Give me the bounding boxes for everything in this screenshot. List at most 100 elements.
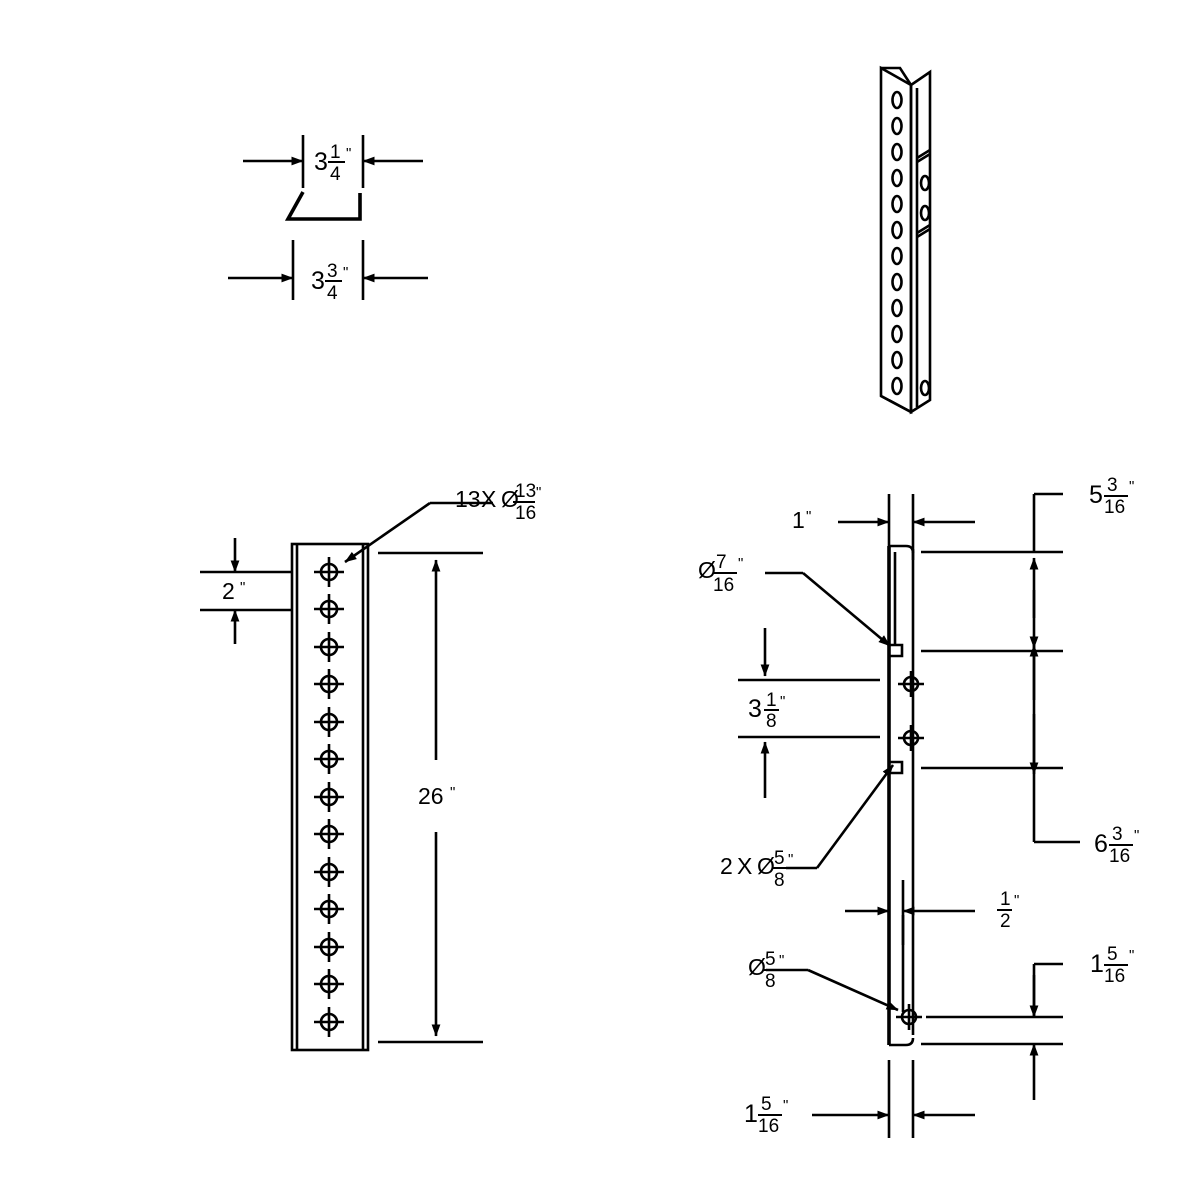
callout-13x-hole-text: 13 X Ø 13 16 " xyxy=(455,481,541,524)
dim-top-offset: 1 " xyxy=(792,494,975,560)
dim-hole-span: 26 " xyxy=(378,551,483,1044)
callout-2x-hole: 2 X Ø 5 8 " xyxy=(720,764,895,891)
dim-2in-text: 2 " xyxy=(222,578,245,604)
dim-value-num: 3 xyxy=(1112,824,1123,845)
callout-den: 8 xyxy=(774,870,785,891)
front-hole-column xyxy=(314,557,344,1037)
callout-unit: " xyxy=(536,484,541,501)
hole-mark xyxy=(314,894,344,924)
dim-value-whole: 3 xyxy=(311,267,325,295)
dim-unit: " xyxy=(346,145,351,162)
iso-flange-features xyxy=(916,148,931,397)
iso-hole-column xyxy=(891,90,903,396)
callout-bottom-hole: Ø 5 8 " xyxy=(748,949,899,1012)
dim-value-den: 2 xyxy=(1000,911,1011,932)
callout-num: 5 xyxy=(765,949,776,970)
dim-edge-to-first-hole: 2 " xyxy=(200,538,292,644)
dim-value-den: 16 xyxy=(758,1116,779,1137)
dim-width-bottom: 3 3 4 " xyxy=(228,240,428,304)
callout-den: 16 xyxy=(515,503,536,524)
dim-value-den: 16 xyxy=(1104,966,1125,987)
callout-unit: " xyxy=(738,555,743,572)
callout-den: 16 xyxy=(713,575,734,596)
callout-num: 5 xyxy=(774,848,785,869)
side-view: 1 " Ø 7 16 " 3 1 xyxy=(698,475,1139,1138)
dim-value-den: 4 xyxy=(327,283,338,304)
hole-mark xyxy=(314,632,344,662)
dim-unit: " xyxy=(343,264,348,281)
dim-1in-text: 1 " xyxy=(792,507,811,533)
dim-unit: " xyxy=(1134,827,1139,844)
dim-unit: " xyxy=(1014,892,1019,909)
side-hole-upper xyxy=(898,671,924,697)
dim-unit: " xyxy=(450,784,455,801)
dim-value-den: 16 xyxy=(1109,846,1130,867)
callout-slot-dia-text: Ø 7 16 " xyxy=(698,552,743,596)
callout-den: 8 xyxy=(765,971,776,992)
callout-unit: " xyxy=(779,952,784,969)
dim-value-num: 1 xyxy=(330,142,341,163)
dim-value-whole: 1 xyxy=(744,1100,758,1128)
front-view: 13 X Ø 13 16 " 2 " xyxy=(200,481,541,1052)
dim-value-whole: 5 xyxy=(1089,481,1103,509)
callout-slot-dia: Ø 7 16 " xyxy=(698,552,891,647)
dim-value-num: 3 xyxy=(327,261,338,282)
hole-mark xyxy=(314,669,344,699)
hole-mark xyxy=(314,707,344,737)
hole-mark xyxy=(314,969,344,999)
dim-3-1-8-text: 3 1 8 " xyxy=(748,690,785,732)
dim-unit: " xyxy=(1129,947,1134,964)
dim-value-num: 1 xyxy=(766,690,777,711)
dim-value-den: 4 xyxy=(330,164,341,185)
dim-bottom-hole-offset: 1 5 16 " xyxy=(921,944,1134,1100)
callout-dia-symbol: Ø xyxy=(698,557,716,583)
section-view: 3 1 4 " 3 3 4 " xyxy=(228,135,428,304)
callout-dia-symbol: Ø xyxy=(748,954,766,980)
side-profile-shape xyxy=(887,544,915,1047)
dim-value: 1 xyxy=(792,507,805,533)
dim-unit: " xyxy=(783,1097,788,1114)
dim-half-inch-text: 1 2 " xyxy=(997,889,1019,932)
callout-2x-hole-text: 2 X Ø 5 8 " xyxy=(720,848,793,891)
dim-unit: " xyxy=(1129,478,1134,495)
dim-unit: " xyxy=(806,508,811,525)
dim-upper-spacing: 3 1 8 " xyxy=(738,628,880,798)
callout-num: 13 xyxy=(515,481,536,502)
hole-mark xyxy=(314,932,344,962)
dim-bottom-width: 1 5 16 " xyxy=(744,1060,975,1138)
dim-value: 26 xyxy=(418,783,444,809)
dim-5-3-16-text: 5 3 16 " xyxy=(1089,475,1134,518)
hole-mark xyxy=(314,594,344,624)
callout-count: 2 xyxy=(720,853,733,879)
dim-unit: " xyxy=(240,579,245,596)
hole-mark xyxy=(314,744,344,774)
dim-width-top: 3 1 4 " xyxy=(243,135,423,188)
dim-value-num: 5 xyxy=(761,1094,772,1115)
callout-13x-hole: 13 X Ø 13 16 " xyxy=(344,481,541,564)
dim-value-whole: 3 xyxy=(314,148,328,176)
dim-value-whole: 3 xyxy=(748,695,762,723)
callout-times: X xyxy=(481,486,496,512)
dim-thickness: 1 2 " xyxy=(845,880,1019,945)
side-slot-features xyxy=(889,643,904,775)
hole-mark xyxy=(314,557,344,587)
dim-value-den: 8 xyxy=(766,711,777,732)
channel-profile-shape xyxy=(284,191,362,221)
dim-unit: " xyxy=(780,693,785,710)
iso-view xyxy=(879,65,932,415)
callout-times: X xyxy=(737,853,752,879)
callout-dia-symbol: Ø xyxy=(501,486,519,512)
dim-top-to-slot: 5 3 16 " xyxy=(921,475,1134,653)
dim-width-top-text: 3 1 4 " xyxy=(314,142,351,185)
side-hole-bottom xyxy=(896,1004,922,1030)
dim-value-whole: 1 xyxy=(1090,950,1104,978)
callout-num: 7 xyxy=(716,552,727,573)
dim-1-5-16-right-text: 1 5 16 " xyxy=(1090,944,1134,987)
dim-6-3-16-text: 6 3 16 " xyxy=(1094,824,1139,867)
callout-bottom-hole-text: Ø 5 8 " xyxy=(748,949,784,992)
hole-mark xyxy=(314,1007,344,1037)
dim-value-whole: 6 xyxy=(1094,830,1108,858)
dim-value-num: 3 xyxy=(1107,475,1118,496)
dim-26in-text: 26 " xyxy=(418,783,455,809)
